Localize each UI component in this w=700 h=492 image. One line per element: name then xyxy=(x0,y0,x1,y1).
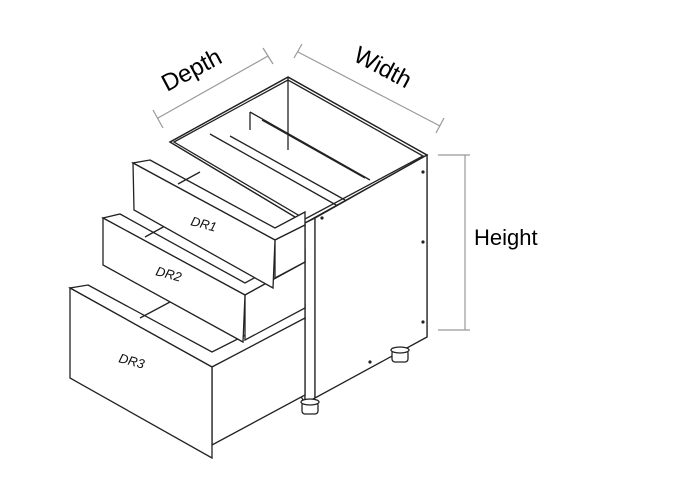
depth-label: Depth xyxy=(157,43,226,97)
drawer-label-dr1: DR1 xyxy=(189,213,218,234)
height-dimension: Height xyxy=(438,154,538,331)
height-label: Height xyxy=(474,225,538,250)
leveling-feet xyxy=(300,346,410,415)
drawer-dr3[interactable]: DR3 xyxy=(68,284,306,460)
drawer-label-dr2: DR2 xyxy=(154,263,184,284)
drawer-label-dr3: DR3 xyxy=(117,350,147,371)
width-label: Width xyxy=(349,41,416,94)
cabinet-carcass xyxy=(168,76,429,405)
drawer-dr1[interactable]: DR1 xyxy=(131,159,306,290)
